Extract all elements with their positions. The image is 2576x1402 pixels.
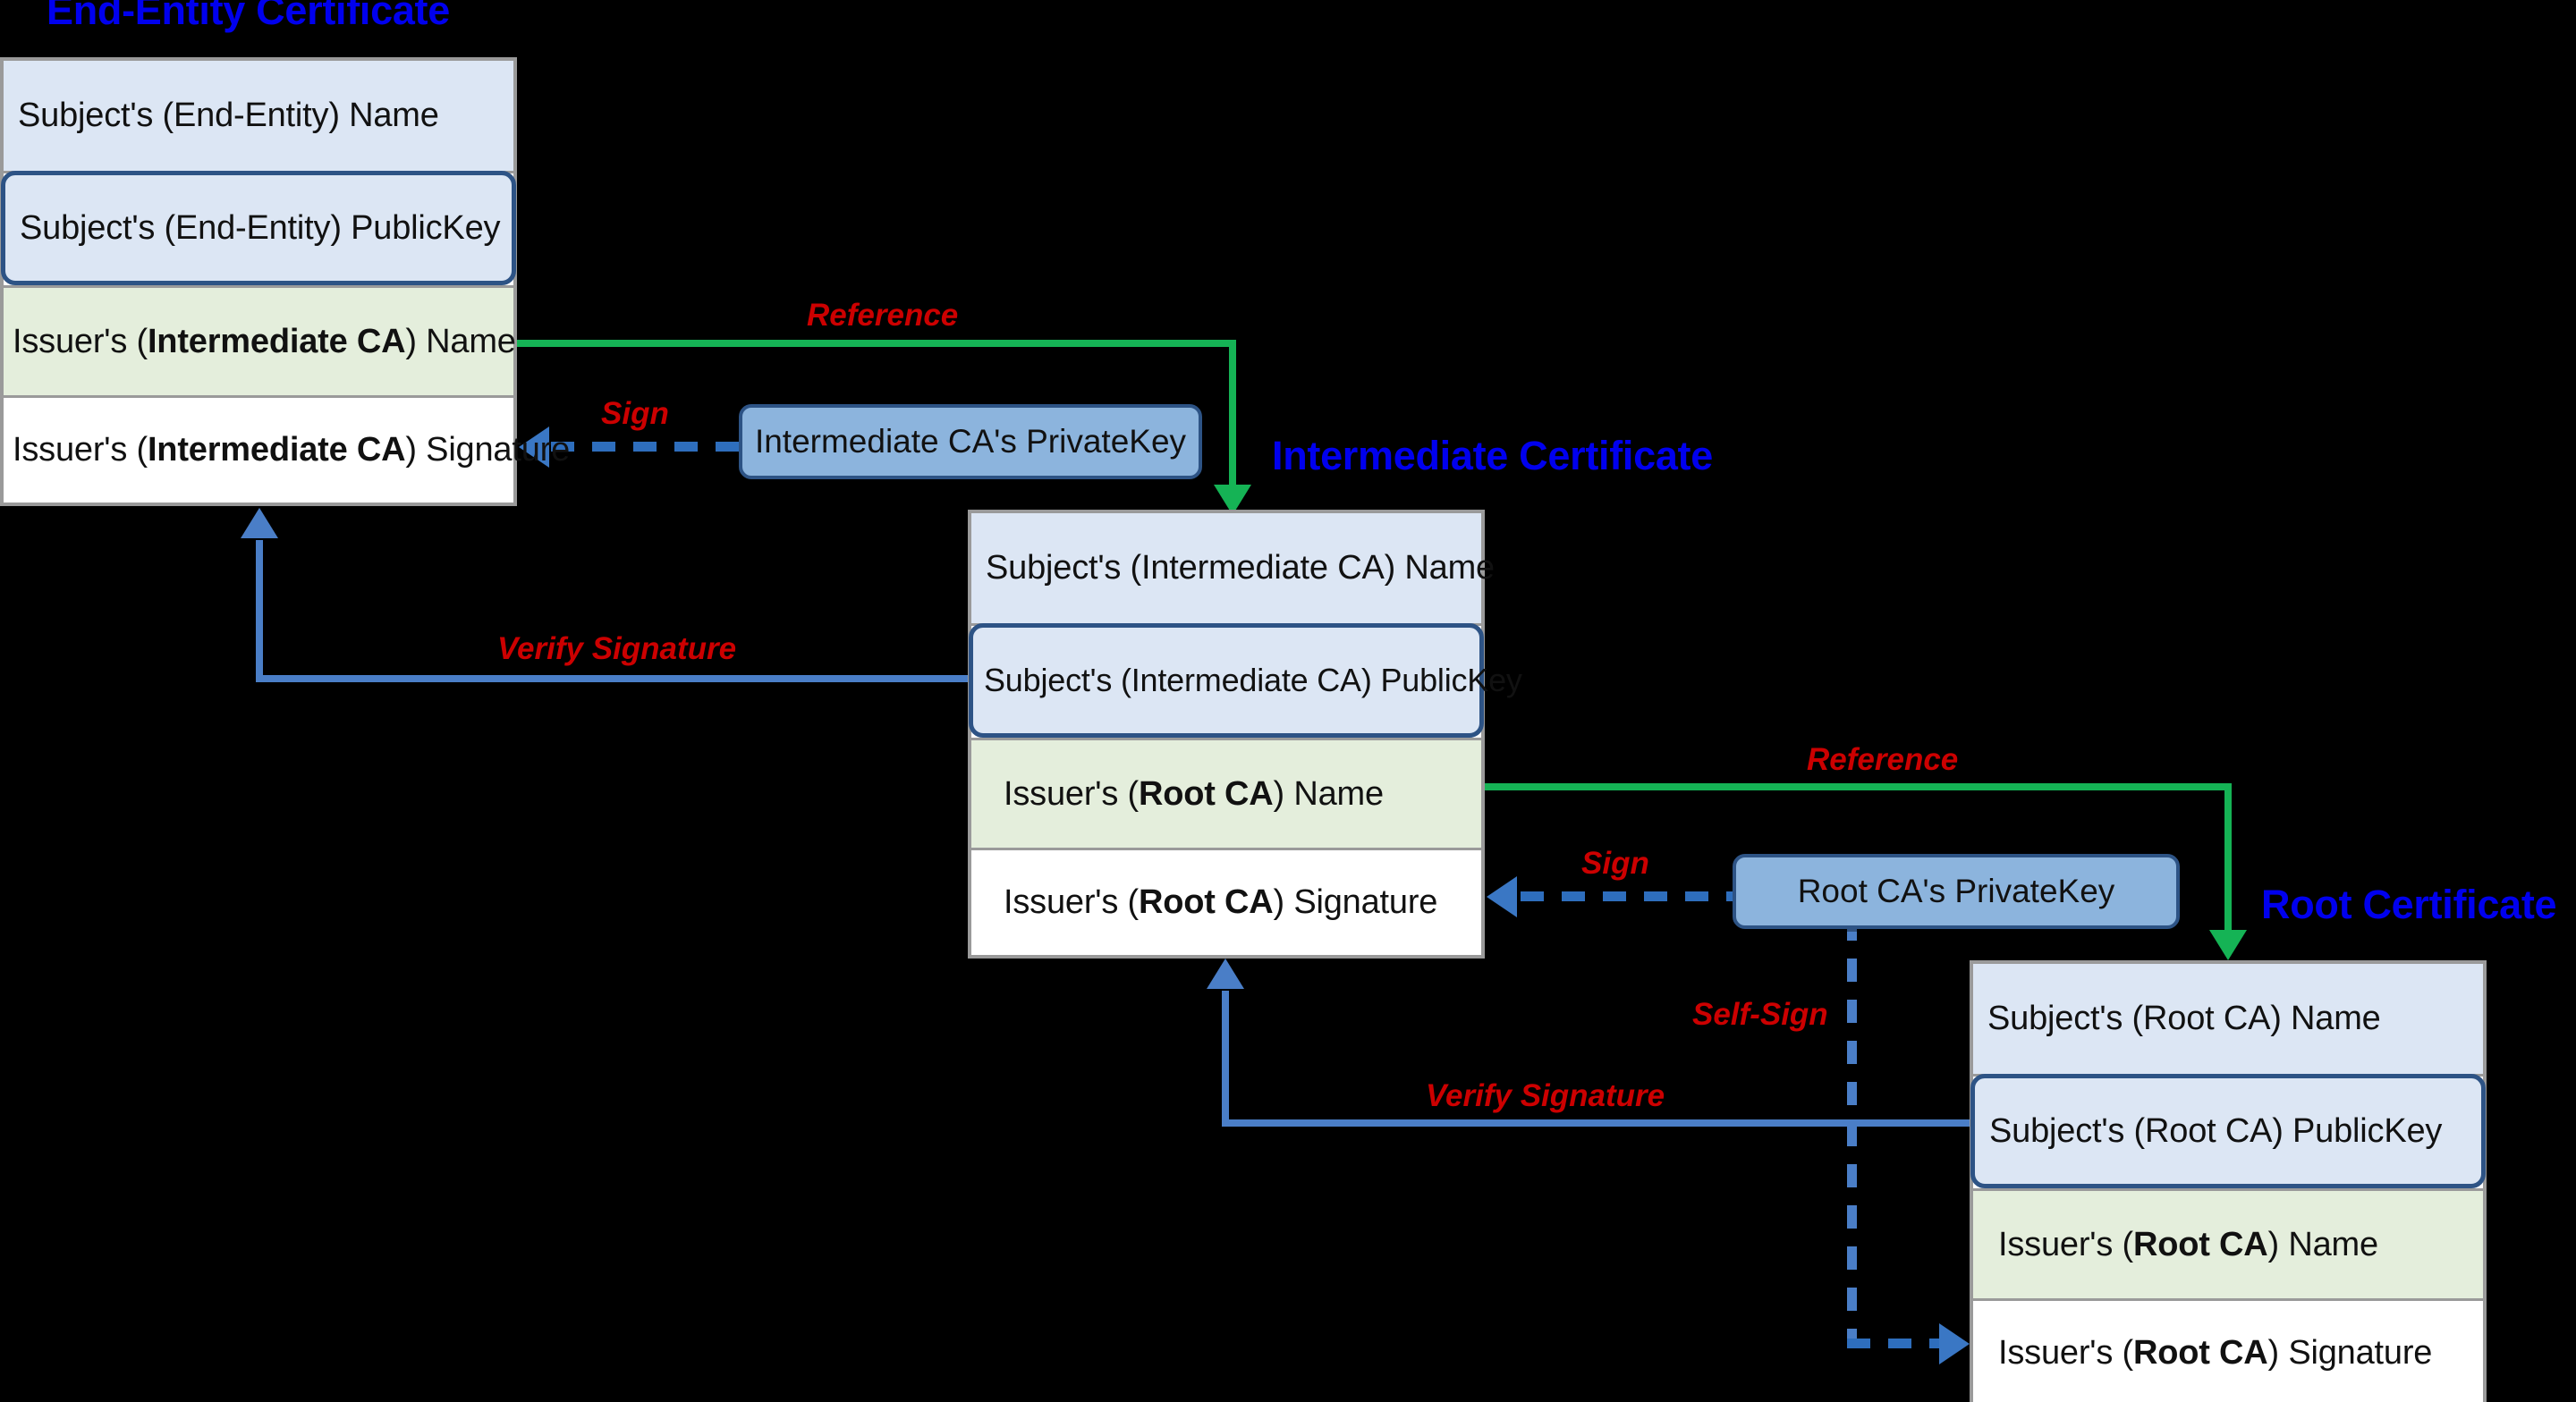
intermediate-subject-publickey-row[interactable]: Subject's (Intermediate CA) PublicKey — [969, 623, 1522, 738]
root-issuer-name-strong: Root CA — [2132, 1225, 2268, 1263]
root-issuer-signature-prefix: Issuer's ( — [1998, 1333, 2133, 1372]
intermediate-ca-privatekey-label: Intermediate CA's PrivateKey — [754, 423, 1187, 460]
self-sign-dashed-vertical — [1847, 917, 1857, 1344]
intermediate-subject-name-text: Subject's (Intermediate CA) Name — [986, 549, 1495, 587]
reference-line-bottom-horizontal — [1485, 783, 2232, 790]
verify-label-bottom: Verify Signature — [1426, 1078, 1665, 1113]
verify-label-top: Verify Signature — [497, 631, 737, 666]
end-entity-issuer-signature-strong: Intermediate CA — [147, 430, 406, 469]
verify-line-top-horizontal — [256, 675, 971, 682]
end-entity-issuer-signature-suffix: ) Signature — [405, 430, 571, 469]
end-entity-certificate-title: End-Entity Certificate — [47, 0, 450, 33]
verify-line-bottom-horizontal — [1222, 1119, 1971, 1127]
end-entity-subject-name-text: Subject's (End-Entity) Name — [18, 97, 439, 134]
sign-dashed-line-bottom — [1521, 891, 1733, 901]
end-entity-subject-publickey-row[interactable]: Subject's (End-Entity) PublicKey — [1, 171, 516, 285]
intermediate-issuer-signature-suffix: ) Signature — [1273, 883, 1438, 921]
self-sign-label: Self-Sign — [1692, 997, 1828, 1032]
end-entity-issuer-name-row[interactable]: Issuer's (Intermediate CA) Name — [4, 285, 516, 398]
root-issuer-name-row[interactable]: Issuer's (Root CA) Name — [1973, 1188, 2483, 1301]
sign-arrow-bottom — [1487, 876, 1517, 917]
self-sign-dashed-horizontal — [1847, 1339, 1972, 1348]
verify-line-top-vertical — [256, 540, 263, 682]
self-sign-arrow — [1939, 1323, 1970, 1364]
reference-line-bottom-vertical — [2224, 783, 2232, 941]
intermediate-issuer-signature-strong: Root CA — [1138, 883, 1274, 921]
root-subject-publickey-row[interactable]: Subject's (Root CA) PublicKey — [1970, 1074, 2486, 1188]
reference-line-top-vertical — [1229, 340, 1236, 497]
root-subject-name-text: Subject's (Root CA) Name — [1987, 1000, 2381, 1037]
verify-line-bottom-vertical — [1222, 991, 1229, 1127]
root-issuer-signature-suffix: ) Signature — [2267, 1333, 2433, 1372]
end-entity-issuer-signature-prefix: Issuer's ( — [13, 430, 148, 469]
end-entity-subject-publickey-text: Subject's (End-Entity) PublicKey — [20, 208, 501, 247]
root-ca-privatekey-box[interactable]: Root CA's PrivateKey — [1733, 854, 2180, 929]
end-entity-issuer-signature-row[interactable]: Issuer's (Intermediate CA) Signature — [4, 398, 570, 502]
intermediate-ca-privatekey-box[interactable]: Intermediate CA's PrivateKey — [739, 404, 1202, 479]
intermediate-certificate[interactable]: Subject's (Intermediate CA) Name Subject… — [968, 510, 1522, 959]
root-issuer-signature-row[interactable]: Issuer's (Root CA) Signature — [1973, 1301, 2483, 1402]
root-subject-name-row[interactable]: Subject's (Root CA) Name — [1973, 964, 2483, 1077]
reference-line-top-horizontal — [517, 340, 1236, 347]
intermediate-issuer-name-suffix: ) Name — [1273, 774, 1385, 813]
root-certificate-title: Root Certificate — [2261, 882, 2557, 927]
end-entity-certificate[interactable]: Subject's (End-Entity) Name Subject's (E… — [0, 57, 570, 506]
sign-label-bottom: Sign — [1581, 846, 1649, 881]
intermediate-issuer-name-row[interactable]: Issuer's (Root CA) Name — [971, 738, 1481, 850]
root-issuer-name-suffix: ) Name — [2267, 1225, 2379, 1263]
reference-label-top: Reference — [807, 298, 959, 333]
end-entity-issuer-name-strong: Intermediate CA — [147, 322, 406, 360]
root-issuer-name-prefix: Issuer's ( — [1998, 1225, 2133, 1263]
end-entity-issuer-name-prefix: Issuer's ( — [13, 322, 148, 360]
intermediate-issuer-signature-prefix: Issuer's ( — [1004, 883, 1139, 921]
root-ca-privatekey-label: Root CA's PrivateKey — [1797, 873, 2115, 909]
intermediate-issuer-signature-row[interactable]: Issuer's (Root CA) Signature — [971, 850, 1481, 954]
intermediate-certificate-title: Intermediate Certificate — [1272, 433, 1713, 478]
intermediate-issuer-name-prefix: Issuer's ( — [1004, 774, 1139, 813]
sign-dashed-line-top — [551, 442, 742, 452]
verify-arrow-top — [241, 508, 278, 538]
intermediate-issuer-name-strong: Root CA — [1138, 774, 1274, 813]
verify-arrow-bottom — [1207, 959, 1244, 989]
end-entity-subject-name-row[interactable]: Subject's (End-Entity) Name — [4, 61, 513, 173]
reference-arrow-bottom — [2209, 930, 2247, 960]
reference-label-bottom: Reference — [1807, 742, 1959, 777]
sign-arrow-top — [519, 427, 549, 468]
intermediate-subject-name-row[interactable]: Subject's (Intermediate CA) Name — [971, 513, 1495, 626]
intermediate-subject-publickey-text: Subject's (Intermediate CA) PublicKey — [984, 662, 1522, 698]
end-entity-issuer-name-suffix: ) Name — [405, 322, 516, 360]
root-certificate[interactable]: Subject's (Root CA) Name Subject's (Root… — [1970, 960, 2487, 1402]
sign-label-top: Sign — [601, 396, 669, 431]
root-issuer-signature-strong: Root CA — [2132, 1333, 2268, 1372]
root-subject-publickey-text: Subject's (Root CA) PublicKey — [1989, 1111, 2443, 1150]
